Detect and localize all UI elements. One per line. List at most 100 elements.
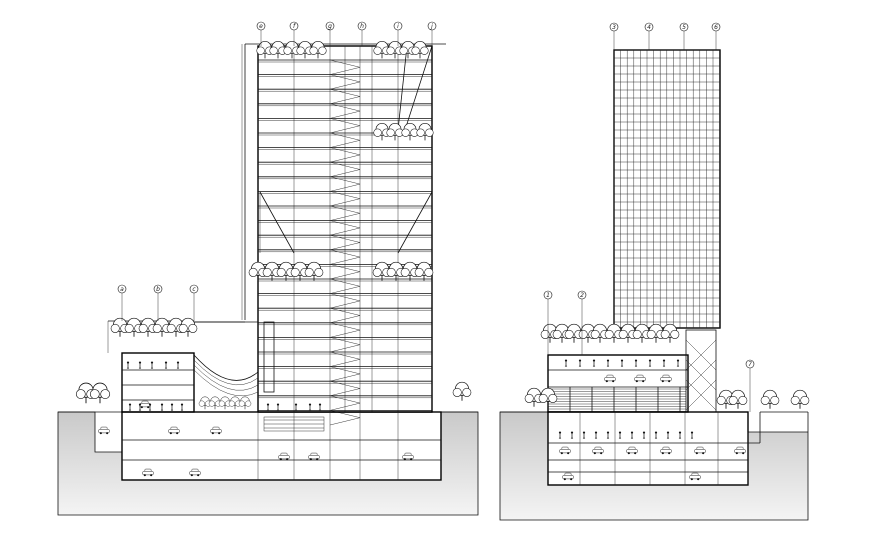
person	[180, 403, 184, 412]
person	[564, 359, 568, 368]
car	[559, 446, 571, 455]
grid-bubble-right-tower-label: 4	[647, 24, 651, 31]
person	[160, 403, 164, 412]
grid-bubble-left-tower: i	[393, 21, 403, 46]
grid-bubble-left-tower: g	[325, 21, 335, 46]
grid-bubble-right-tower: 5	[679, 22, 689, 50]
grid-bubble-right-tower: 3	[609, 22, 619, 50]
car	[694, 446, 706, 455]
grid-bubble-right-podium-label: 2	[580, 292, 584, 299]
car	[634, 374, 646, 383]
person	[170, 403, 174, 412]
car	[168, 426, 180, 435]
car	[626, 446, 638, 455]
person	[654, 431, 658, 440]
person	[308, 403, 312, 412]
car	[142, 468, 154, 477]
grid-bubble-right-side: 7	[745, 359, 755, 412]
grid-bubble-right-tower-label: 5	[682, 24, 686, 31]
car	[660, 374, 672, 383]
grid-bubble-right-podium: 2	[577, 290, 587, 355]
grid-bubble-left-tower-label: j	[430, 23, 433, 30]
car	[734, 446, 746, 455]
tree	[304, 261, 324, 282]
person	[678, 431, 682, 440]
tree	[452, 381, 472, 402]
car	[189, 468, 201, 477]
grid-bubble-right-podium: 1	[543, 290, 553, 355]
grid-bubble-left-tower: h	[357, 21, 367, 46]
person	[606, 431, 610, 440]
person	[690, 431, 694, 440]
grid-bubble-left-tower-label: g	[328, 23, 332, 30]
person	[570, 431, 574, 440]
grid-bubble-left-tower-label: f	[293, 23, 296, 30]
left-section: e f g h i j a b c	[57, 21, 479, 516]
tree	[401, 122, 419, 141]
person	[266, 403, 270, 412]
person	[620, 359, 624, 368]
person	[318, 403, 322, 412]
grid-bubble-left-tower-label: e	[259, 23, 263, 30]
person	[558, 431, 562, 440]
right-section: 3 4 5 6 1 2 7	[499, 22, 810, 521]
person	[676, 359, 680, 368]
car	[210, 426, 222, 435]
car	[660, 446, 672, 455]
person	[662, 359, 666, 368]
grid-bubble-left-tower-label: i	[397, 23, 399, 30]
person	[594, 431, 598, 440]
person	[148, 403, 152, 412]
person	[128, 403, 132, 412]
car	[139, 400, 151, 409]
grid-bubble-right-side-label: 7	[748, 361, 752, 368]
right-ground	[499, 411, 809, 521]
grid-bubble-left-tower: e	[256, 21, 266, 46]
person	[648, 359, 652, 368]
person	[630, 431, 634, 440]
tree	[760, 389, 780, 410]
person	[294, 403, 298, 412]
grid-bubble-right-tower-label: 6	[714, 24, 718, 31]
left-basement	[121, 411, 442, 481]
grid-bubble-right-tower: 6	[711, 22, 721, 50]
grid-bubble-left-podium: a	[117, 284, 127, 321]
grid-bubble-left-tower-label: h	[360, 23, 364, 30]
car	[562, 472, 574, 481]
person	[138, 361, 142, 370]
car	[604, 374, 616, 383]
grid-bubble-left-tower: f	[289, 21, 299, 46]
left-ground	[57, 411, 479, 516]
person	[150, 361, 154, 370]
person	[276, 403, 280, 412]
person	[618, 431, 622, 440]
person	[138, 403, 142, 412]
person	[666, 431, 670, 440]
car	[689, 472, 701, 481]
person	[592, 359, 596, 368]
car	[402, 452, 414, 461]
grid-bubble-left-podium: b	[153, 284, 163, 321]
tree	[414, 261, 434, 282]
car	[98, 426, 110, 435]
person	[126, 361, 130, 370]
right-podium	[547, 354, 689, 413]
grid-bubble-left-podium-label: b	[156, 286, 160, 293]
grid-bubble-left-podium-label: c	[192, 286, 196, 293]
person	[176, 361, 180, 370]
grid-bubble-right-podium-label: 1	[546, 292, 550, 299]
car	[278, 452, 290, 461]
tree	[416, 122, 434, 141]
grid-bubble-right-tower-label: 3	[612, 24, 616, 31]
person	[164, 361, 168, 370]
tree	[790, 389, 810, 410]
car	[592, 446, 604, 455]
person	[578, 359, 582, 368]
grid-bubble-left-podium: c	[189, 284, 199, 321]
person	[634, 359, 638, 368]
person	[606, 359, 610, 368]
tree	[238, 396, 252, 410]
car	[308, 452, 320, 461]
